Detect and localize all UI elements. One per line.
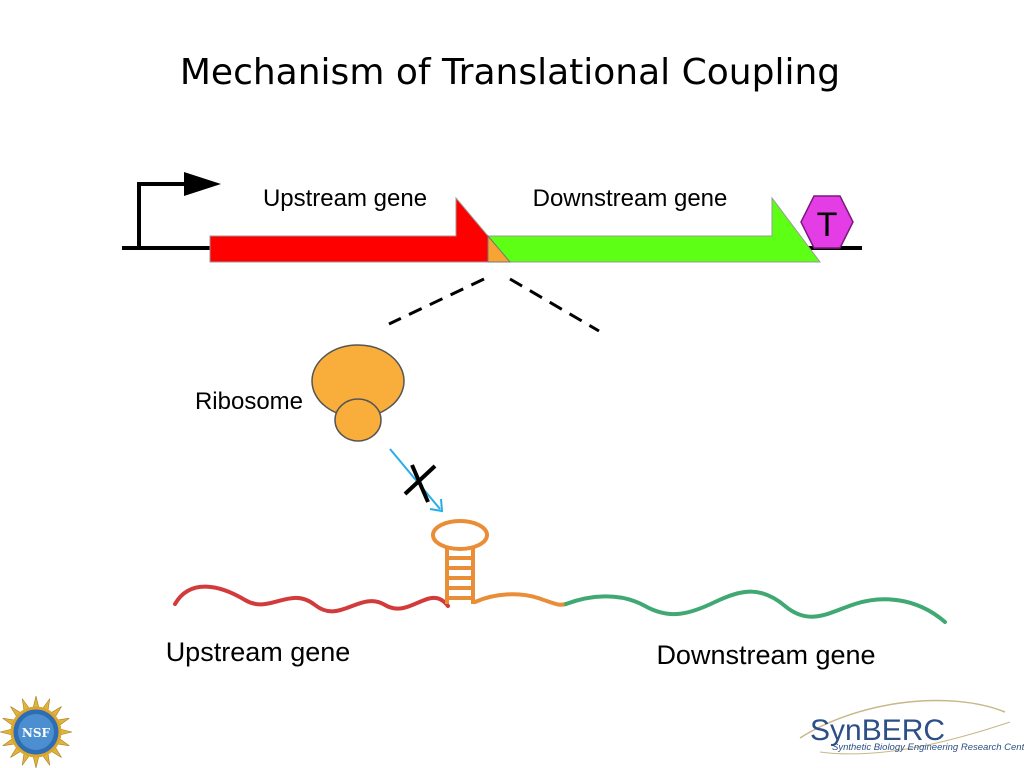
promoter-arrow [137,172,221,248]
synberc-name: SynBERC [810,714,945,747]
synberc-swoosh-icon [799,699,1006,739]
operon-upstream-label: Upstream gene [263,185,427,212]
blocked-binding-arrow [389,448,444,513]
mrna-downstream-segment [564,589,947,624]
slide-title: Mechanism of Translational Coupling [180,52,840,93]
mrna-upstream-label: Upstream gene [166,637,351,667]
terminator-label: T [817,206,838,244]
ribosome [311,344,405,442]
mrna-hairpin [431,519,489,604]
operon-diagram: T Upstream gene Downstream gene [122,172,862,263]
operon-downstream-label: Downstream gene [533,185,728,212]
terminator-hexagon [800,195,854,249]
zoom-line-left [388,277,485,326]
ribosome-label: Ribosome [195,388,303,415]
zoom-line-right [509,277,600,333]
mrna-downstream-label: Downstream gene [656,640,875,670]
synberc-logo: SynBERC Synthetic Biology Engineering Re… [799,699,1024,755]
ribosome-small-subunit [334,398,382,442]
overlap-region [487,234,512,263]
mrna-upstream-segment [173,584,450,614]
mrna-linker-segment [473,592,568,607]
nsf-logo-text: NSF [22,726,51,740]
nsf-logo: NSF [0,695,73,768]
synberc-tagline: Synthetic Biology Engineering Research C… [832,742,1024,753]
mrna-strand [173,519,947,624]
